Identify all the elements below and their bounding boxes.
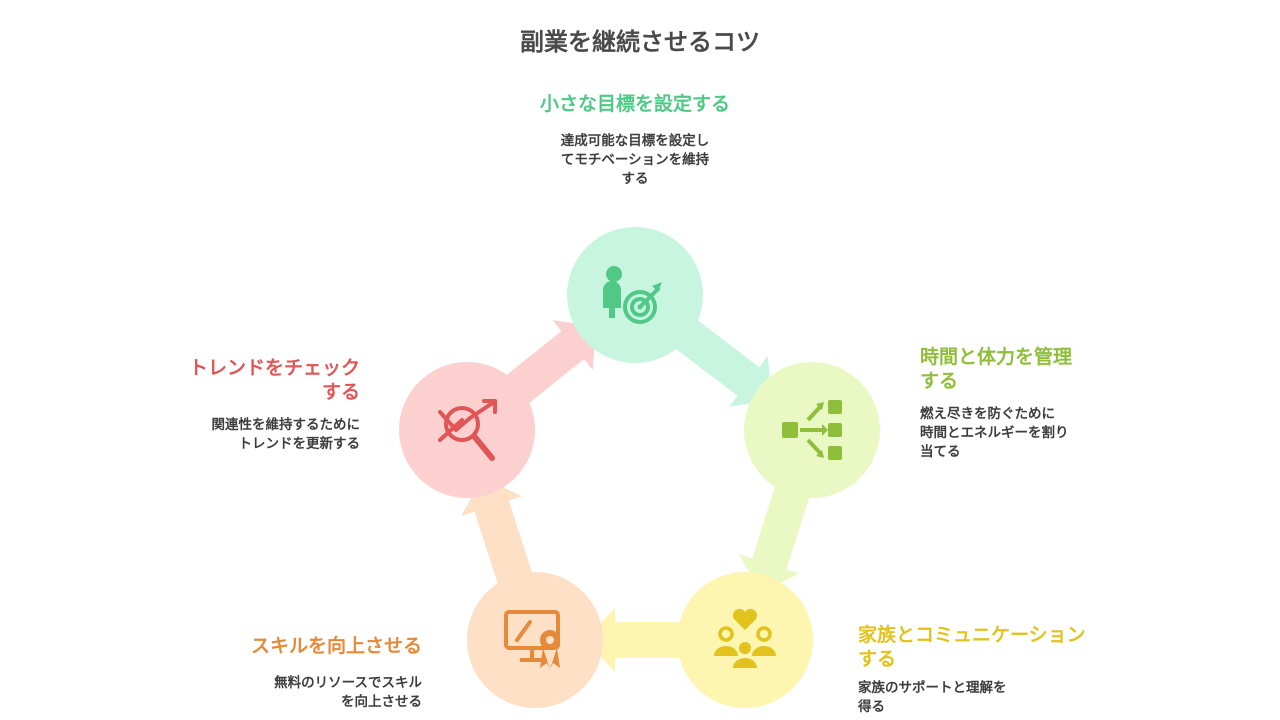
step-skill-description: 無料のリソースでスキル を向上させる xyxy=(120,674,422,712)
step-skill-heading: スキルを向上させる xyxy=(250,635,422,657)
step-goal: 小さな目標を設定する 達成可能な目標を設定し てモチベーションを維持 する xyxy=(480,92,790,189)
step-trend-heading-line: トレンドをチェック xyxy=(188,357,360,379)
workflow-icon xyxy=(782,400,842,460)
step-goal-desc-line: 達成可能な目標を設定し xyxy=(560,133,710,149)
step-time-heading-line: する xyxy=(920,370,959,392)
step-circle-family xyxy=(677,572,813,708)
trend-magnifier-icon xyxy=(438,399,497,461)
step-goal-heading: 小さな目標を設定する xyxy=(539,93,730,115)
step-time-heading: 時間と体力を管理 する xyxy=(920,345,1220,393)
arrow-skill-to-trend xyxy=(461,477,535,591)
step-goal-desc-line: てモチベーションを維持 xyxy=(560,152,710,168)
step-circle-trend xyxy=(399,362,535,498)
diagram-title: 副業を継続させるコツ xyxy=(520,28,760,56)
arrow-trend-to-goal xyxy=(500,320,596,408)
step-family-heading: 家族とコミュニケーション する xyxy=(858,623,1158,671)
presentation-certificate-icon xyxy=(504,610,560,669)
step-time-heading-line: 時間と体力を管理 xyxy=(920,346,1073,368)
step-time-desc-line: 当てる xyxy=(920,444,961,460)
step-family-description: 家族のサポートと理解を 得る xyxy=(858,679,1158,717)
arrow-goal-to-time xyxy=(670,315,773,407)
step-time-desc-line: 時間とエネルギーを割り xyxy=(920,425,1069,441)
step-skill-desc-line: を向上させる xyxy=(341,694,422,710)
family-heart-icon xyxy=(714,608,776,668)
step-circle-skill xyxy=(467,572,603,708)
step-trend-description: 関連性を維持するために トレンドを更新する xyxy=(60,416,361,454)
step-goal-description: 達成可能な目標を設定し てモチベーションを維持 する xyxy=(480,132,790,189)
step-trend-heading: トレンドをチェック する xyxy=(60,356,360,404)
arrow-time-to-family xyxy=(738,479,812,593)
step-trend-desc-line: トレンドを更新する xyxy=(238,436,361,452)
step-family: 家族とコミュニケーション する 家族のサポートと理解を 得る xyxy=(858,623,1158,717)
step-family-desc-line: 家族のサポートと理解を xyxy=(858,680,1007,696)
step-skill-desc-line: 無料のリソースでスキル xyxy=(274,675,422,691)
step-circle-goal xyxy=(567,227,703,363)
step-trend: トレンドをチェック する 関連性を維持するために トレンドを更新する xyxy=(60,356,360,454)
step-family-heading-line: する xyxy=(858,648,897,670)
arrow-family-to-skill xyxy=(585,608,687,672)
step-time: 時間と体力を管理 する 燃え尽きを防ぐために 時間とエネルギーを割り 当てる xyxy=(920,345,1220,462)
step-goal-desc-line: する xyxy=(621,171,649,187)
step-family-heading-line: 家族とコミュニケーション xyxy=(858,624,1086,646)
step-time-desc-line: 燃え尽きを防ぐために xyxy=(920,406,1055,422)
step-time-description: 燃え尽きを防ぐために 時間とエネルギーを割り 当てる xyxy=(920,405,1220,462)
step-family-desc-line: 得る xyxy=(858,699,885,715)
person-target-icon xyxy=(603,266,662,324)
step-trend-heading-line: する xyxy=(321,381,360,403)
step-skill: スキルを向上させる 無料のリソースでスキル を向上させる xyxy=(120,634,422,712)
step-trend-desc-line: 関連性を維持するために xyxy=(211,417,361,433)
